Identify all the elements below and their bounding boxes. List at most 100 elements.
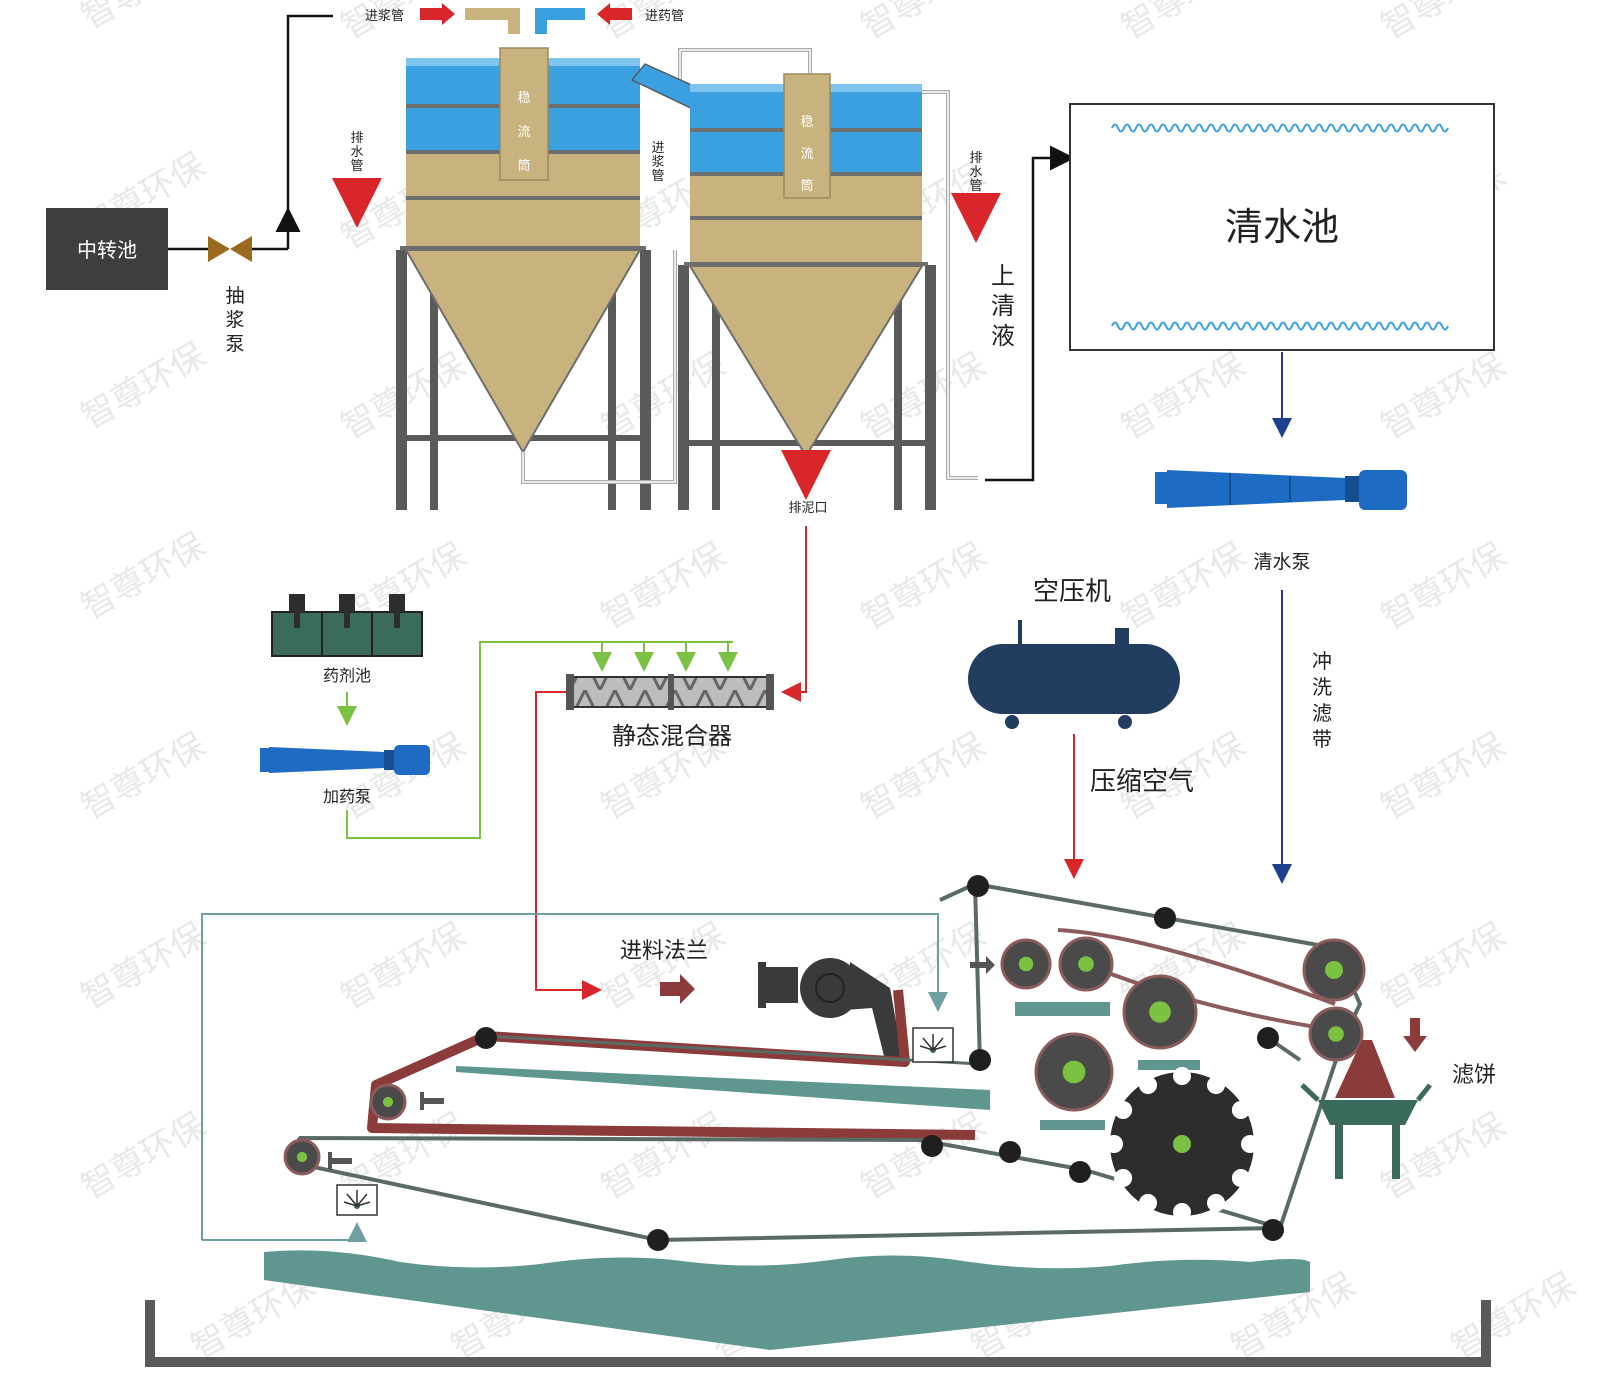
watermark-text: 智尊环保 [335,915,473,1018]
svg-text:进: 进 [651,141,664,156]
watermark-text: 智尊环保 [1115,535,1253,638]
settling-tank-2: 稳 流 筒 [678,73,936,510]
drum-notch [1207,1193,1225,1212]
watermark-text: 智尊环保 [1115,0,1253,48]
roller [1154,907,1176,929]
roller-hub [1018,956,1034,972]
feed-flange-label: 进料法兰 [620,939,708,964]
svg-text:管: 管 [350,159,363,174]
chemical-tank-label: 药剂池 [323,666,371,685]
svg-text:管: 管 [969,179,982,194]
dark-red-arrow-icon [1403,1018,1427,1052]
dosing-inlet-pipe-label: 进药管 [645,9,684,24]
svg-text:浆: 浆 [225,309,244,331]
roller [1069,1161,1091,1183]
svg-text:排: 排 [969,151,982,166]
watermark-text: 智尊环保 [335,725,473,828]
svg-text:筒: 筒 [517,158,530,174]
filter-cake-discharge [1300,1040,1432,1179]
air-compressor-icon [968,620,1180,729]
svg-text:液: 液 [991,322,1015,350]
chemical-tank-icon [271,594,423,657]
svg-text:带: 带 [1312,727,1332,751]
svg-text:清: 清 [991,292,1015,320]
svg-text:流: 流 [800,147,813,162]
watermark-text: 智尊环保 [855,725,993,828]
watermark-text: 智尊环保 [595,915,733,1018]
drum-notch [1114,1169,1133,1187]
static-mixer-icon [566,674,774,710]
svg-text:管: 管 [651,169,664,184]
wash-belt-label: 冲 洗 滤 带 [1312,649,1332,751]
spray-nozzle-icon [336,1184,378,1216]
watermark-text: 智尊环保 [75,525,213,628]
sludge-outlet-label: 排泥口 [788,501,827,516]
air-compressor-label: 空压机 [1033,577,1111,607]
svg-text:水: 水 [350,145,363,160]
svg-text:滤: 滤 [1312,701,1332,725]
watermark-text: 智尊环保 [855,345,993,448]
roller-hub [1062,1060,1086,1084]
drum-notch [1114,1101,1133,1119]
watermark-text: 智尊环保 [75,0,213,38]
svg-text:浆: 浆 [651,155,664,170]
slurry-inlet-pipe-label: 进浆管 [365,9,404,24]
watermark-text: 智尊环保 [1375,345,1513,448]
watermark-text: 智尊环保 [855,535,993,638]
spray-nozzle-icon [912,1027,954,1063]
red-arrow-icon [420,3,455,25]
drum-notch [1173,1203,1191,1221]
roller [475,1027,497,1049]
watermark-text: 智尊环保 [855,1105,993,1208]
roller [647,1229,669,1251]
transfer-pool-label: 中转池 [77,238,137,262]
red-arrow-icon [597,3,632,25]
svg-text:泵: 泵 [225,333,244,355]
clear-water-pump-label: 清水泵 [1253,551,1310,573]
drum-notch [1139,1076,1157,1095]
watermark-text: 智尊环保 [75,335,213,438]
drum-notch [1207,1076,1225,1095]
roller-hub [1328,1026,1344,1042]
watermark-text: 智尊环保 [1445,1265,1583,1368]
roller [969,1049,991,1071]
drum-notch [1231,1101,1250,1119]
roller [1257,1027,1279,1049]
roller [967,875,989,897]
roller-hub [1325,961,1343,979]
slurry-pump-label: 抽 浆 泵 [225,285,244,355]
watermark-text: 智尊环保 [75,1105,213,1208]
svg-text:排: 排 [350,131,363,146]
watermark-text: 智尊环保 [1115,345,1253,448]
roller [999,1141,1021,1163]
drum-notch [1173,1067,1191,1085]
roller [1262,1219,1284,1241]
compressed-air-label: 压缩空气 [1090,767,1194,797]
watermark-text: 智尊环保 [1375,535,1513,638]
watermark-text: 智尊环保 [595,1105,733,1208]
dosing-pump-label: 加药泵 [323,787,371,806]
watermark-text: 智尊环保 [75,915,213,1018]
watermark-text: 智尊环保 [1375,0,1513,48]
press-rollers [283,875,1366,1251]
settling-tank-1: 稳 流 筒 [396,47,651,510]
watermark-text: 智尊环保 [595,535,733,638]
stabilizer-2-label: 稳 [800,114,813,130]
drum-notch [1139,1193,1157,1212]
svg-text:洗: 洗 [1312,675,1332,699]
roller-hub [1078,956,1094,972]
clear-water-pool: 清水池 [1069,103,1495,351]
watermark-text: 智尊环保 [1375,915,1513,1018]
svg-text:水: 水 [969,165,982,180]
svg-text:流: 流 [517,125,530,140]
roller-hub [382,1096,394,1108]
valve-icon [208,236,252,262]
drain-pipe-left-label: 排 水 管 [350,131,363,174]
slurry-pipe-mid-label: 进 浆 管 [651,141,664,184]
clear-water-pool-label: 清水池 [1225,205,1339,249]
supernatant-label: 上 清 液 [991,262,1015,350]
drum-notch [1241,1135,1259,1153]
roller [921,1135,943,1157]
drain-pipe-right-label: 排 水 管 [969,151,982,194]
